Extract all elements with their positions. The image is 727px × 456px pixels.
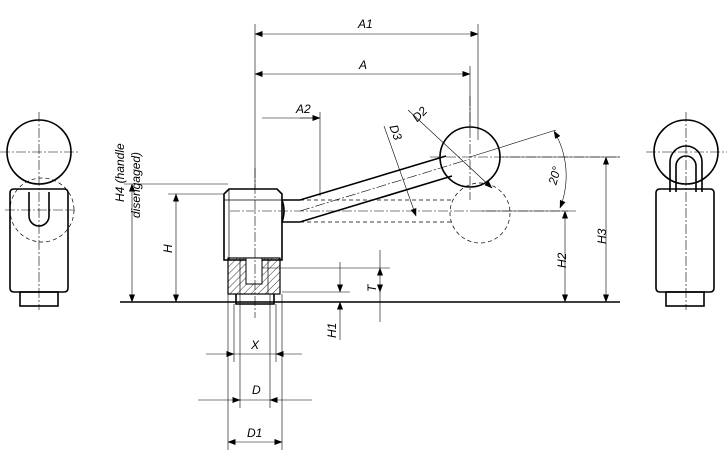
right-side-view [646,112,727,310]
label-t: T [365,283,379,292]
label-h4-line2: disengaged) [129,152,143,218]
label-h2: H2 [555,252,569,268]
label-a1: A1 [357,17,373,31]
dim-d3-line [383,125,417,217]
dimensions: A1 A A2 D2 D3 20° H2 H3 H4 (handle disen… [113,17,620,450]
label-d: D [252,383,261,397]
label-d2: D2 [409,104,430,125]
front-view [120,96,620,318]
dim-angle-arc [553,130,567,209]
label-h1: H1 [325,323,339,338]
label-h3: H3 [595,228,609,244]
label-x: X [250,338,260,352]
label-d3: D3 [386,123,405,143]
dim-d2-line [407,109,493,189]
left-side-view [0,112,80,310]
label-a2: A2 [295,102,311,116]
label-d1: D1 [247,426,262,440]
label-h: H [161,244,175,253]
label-h4-line1: H4 (handle [113,143,127,202]
label-angle: 20° [545,165,564,187]
label-a: A [358,58,367,72]
